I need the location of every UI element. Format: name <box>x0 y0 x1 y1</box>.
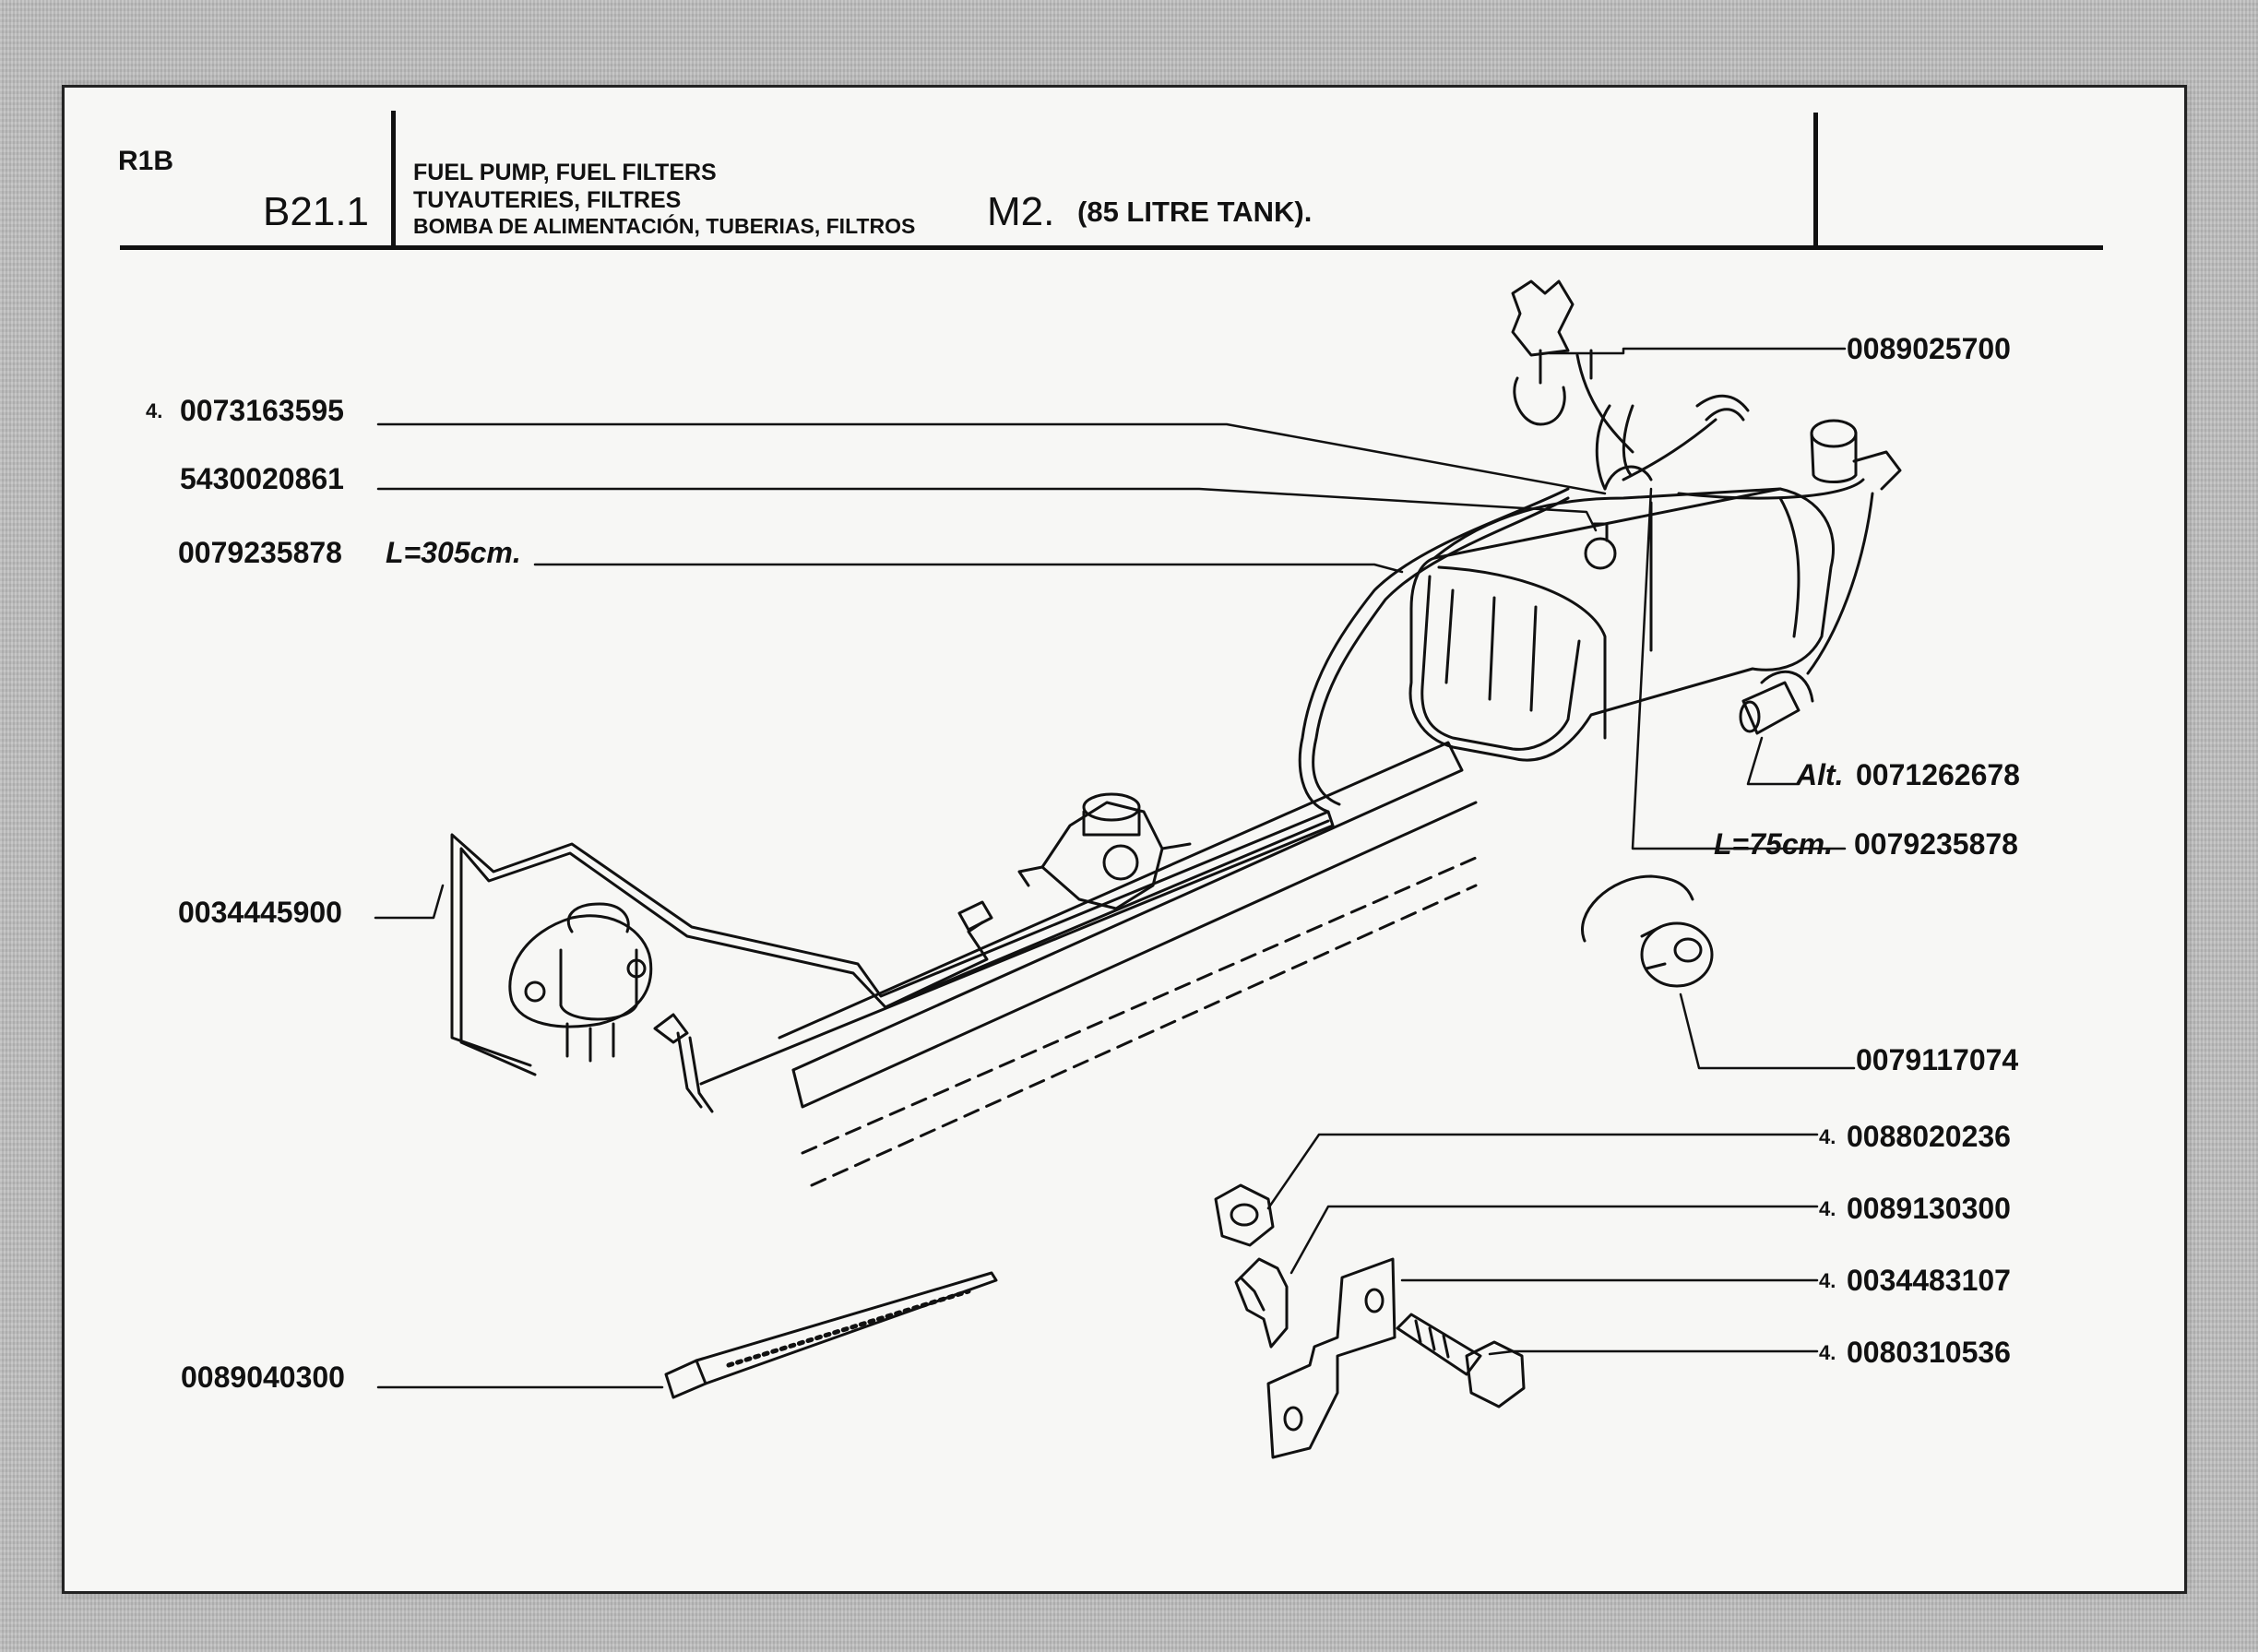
part-0079117074: 0079117074 <box>1856 1043 2018 1076</box>
part-0089025700: 0089025700 <box>1847 332 2011 365</box>
qty-0080310536: 4. <box>1819 1341 1836 1364</box>
qty-0089130300: 4. <box>1819 1197 1836 1220</box>
mounting-bracket <box>1266 1257 1396 1459</box>
grommet <box>1581 874 1714 988</box>
hex-nut <box>1214 1183 1275 1247</box>
hose-clamp <box>1511 279 1575 426</box>
title-english: FUEL PUMP, FUEL FILTERS <box>413 160 717 185</box>
drain-plug <box>1739 670 1814 735</box>
variant-code: M2. <box>987 189 1055 234</box>
model-code: R1B <box>118 146 174 176</box>
header-divider-right <box>1813 113 1818 247</box>
breather-hose <box>1622 394 1750 481</box>
qty-0073163595: 4. <box>146 399 162 422</box>
part-0034445900: 0034445900 <box>178 896 342 929</box>
part-5430020861: 5430020861 <box>180 462 344 495</box>
leader-lines <box>374 347 1856 1389</box>
part-0089130300: 0089130300 <box>1847 1192 2011 1225</box>
catalog-page <box>65 88 2184 1591</box>
spring-clip <box>1234 1257 1289 1349</box>
part-0088020236: 0088020236 <box>1847 1120 2011 1153</box>
part-0080310536: 0080310536 <box>1847 1336 2011 1369</box>
rigid-fuel-pipe <box>450 810 1330 1076</box>
length-305: L=305cm. <box>386 536 521 569</box>
part-0071262678: 0071262678 <box>1856 758 2020 791</box>
variant-note: (85 LITRE TANK). <box>1077 196 1313 228</box>
filler-neck <box>1575 349 1634 491</box>
hex-bolt <box>1396 1313 1526 1408</box>
part-labels: 0089025700 4. 0073163595 5430020861 0079… <box>146 332 2020 1394</box>
part-0079235878-long: 0079235878 <box>178 536 342 569</box>
header-rule <box>120 245 2103 250</box>
fuel-tank <box>1408 465 1836 762</box>
title-spanish: BOMBA DE ALIMENTACIÓN, TUBERIAS, FILTROS <box>413 214 916 238</box>
header-divider-left <box>391 111 396 247</box>
part-0079235878-short: 0079235878 <box>1854 827 2018 861</box>
tank-sender <box>1677 419 1902 675</box>
cable-tie <box>664 1271 998 1399</box>
section-code: B21.1 <box>263 189 369 234</box>
length-75: L=75cm. <box>1714 827 1833 861</box>
fuel-filter-assembly <box>1017 792 1192 910</box>
chassis-rail <box>778 741 1478 1187</box>
part-0034483107: 0034483107 <box>1847 1264 2011 1297</box>
title-french: TUYAUTERIES, FILTRES <box>413 187 682 213</box>
qty-0088020236: 4. <box>1819 1125 1836 1148</box>
qty-0034483107: 4. <box>1819 1269 1836 1292</box>
fuel-line-305cm <box>699 487 1570 1086</box>
part-0073163595: 0073163595 <box>180 394 344 427</box>
fuel-pump <box>508 902 714 1113</box>
part-0089040300: 0089040300 <box>181 1361 345 1394</box>
alt-note: Alt. <box>1795 758 1844 791</box>
